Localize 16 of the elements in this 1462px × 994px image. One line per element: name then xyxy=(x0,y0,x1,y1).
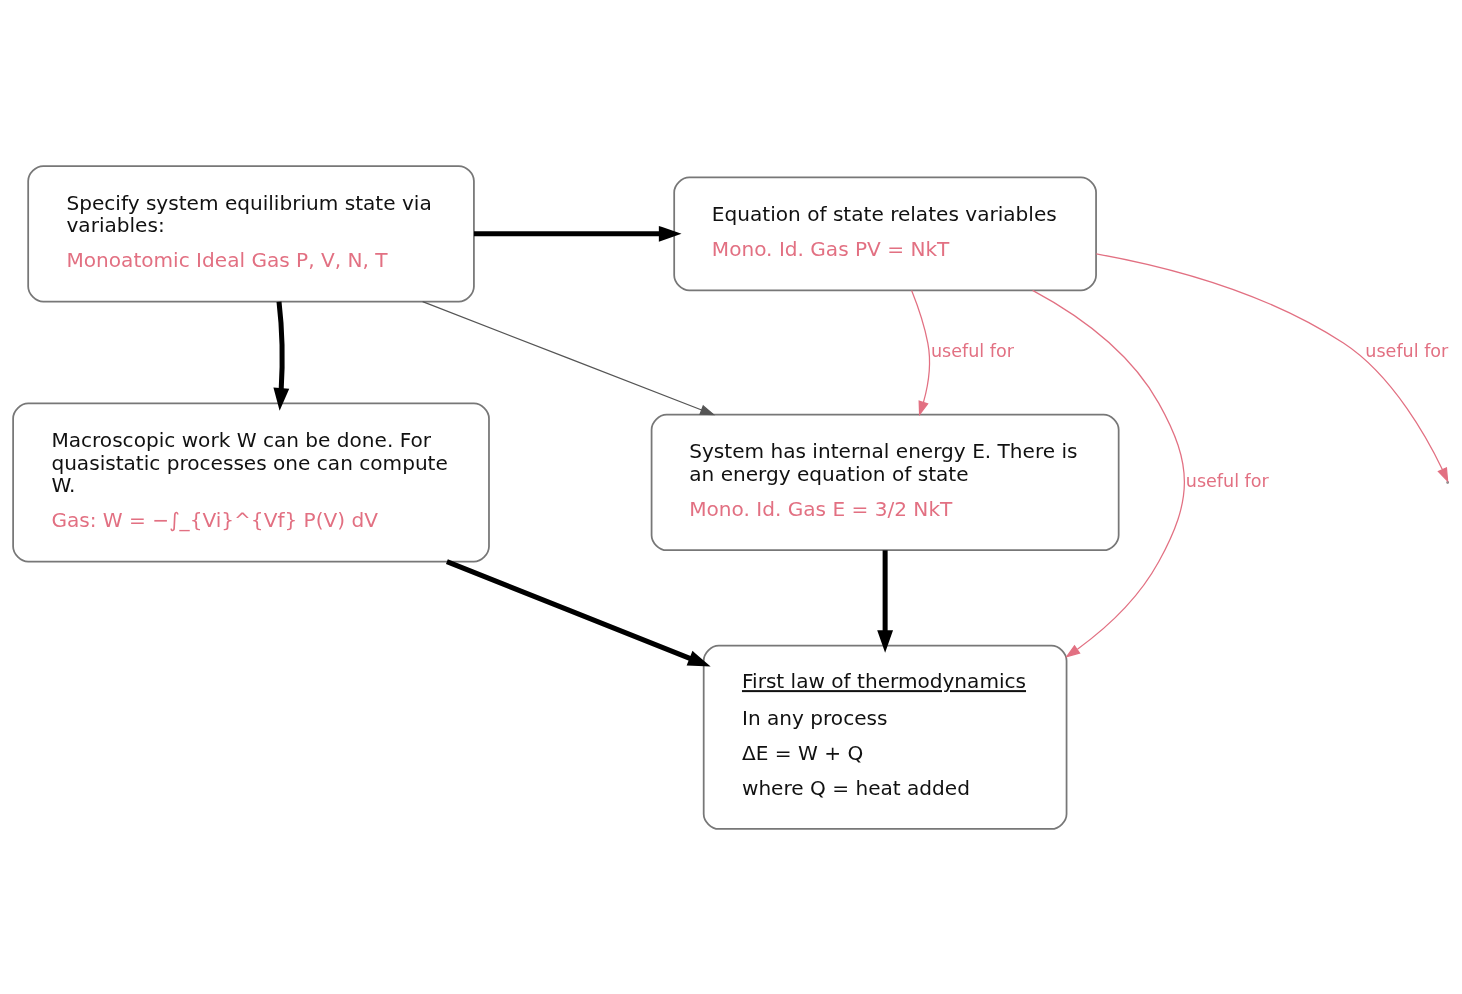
node-box: Macroscopic work W can be done. For quasistatic processes one can compute W. Gas: W = −∫_{Vi}^{Vf} P(V) dV xyxy=(12,401,490,562)
edge-label: useful for xyxy=(1185,470,1269,491)
arrow xyxy=(473,225,682,242)
edge-label: useful for xyxy=(930,340,1014,361)
arrow xyxy=(273,300,290,411)
node-box: Specify system equilibrium state via variables: Monoatomic Ideal Gas P, V, N, T xyxy=(27,164,475,302)
node-box: System has internal energy E. There is an energy equation of state Mono. Id. Gas E = 3/2 NkT xyxy=(650,413,1120,551)
arrow xyxy=(877,549,894,653)
arrow xyxy=(445,558,711,667)
edge-label: useful for xyxy=(1365,340,1449,361)
node-box: First law of thermodynamics In any process ΔE = W + Q where Q = heat added xyxy=(702,644,1068,830)
arrow xyxy=(911,289,931,416)
arrow xyxy=(1031,289,1186,658)
arrow xyxy=(422,300,716,415)
arrow xyxy=(1095,252,1449,483)
node-box: Equation of state relates variables Mono. Id. Gas PV = NkT xyxy=(673,175,1097,291)
